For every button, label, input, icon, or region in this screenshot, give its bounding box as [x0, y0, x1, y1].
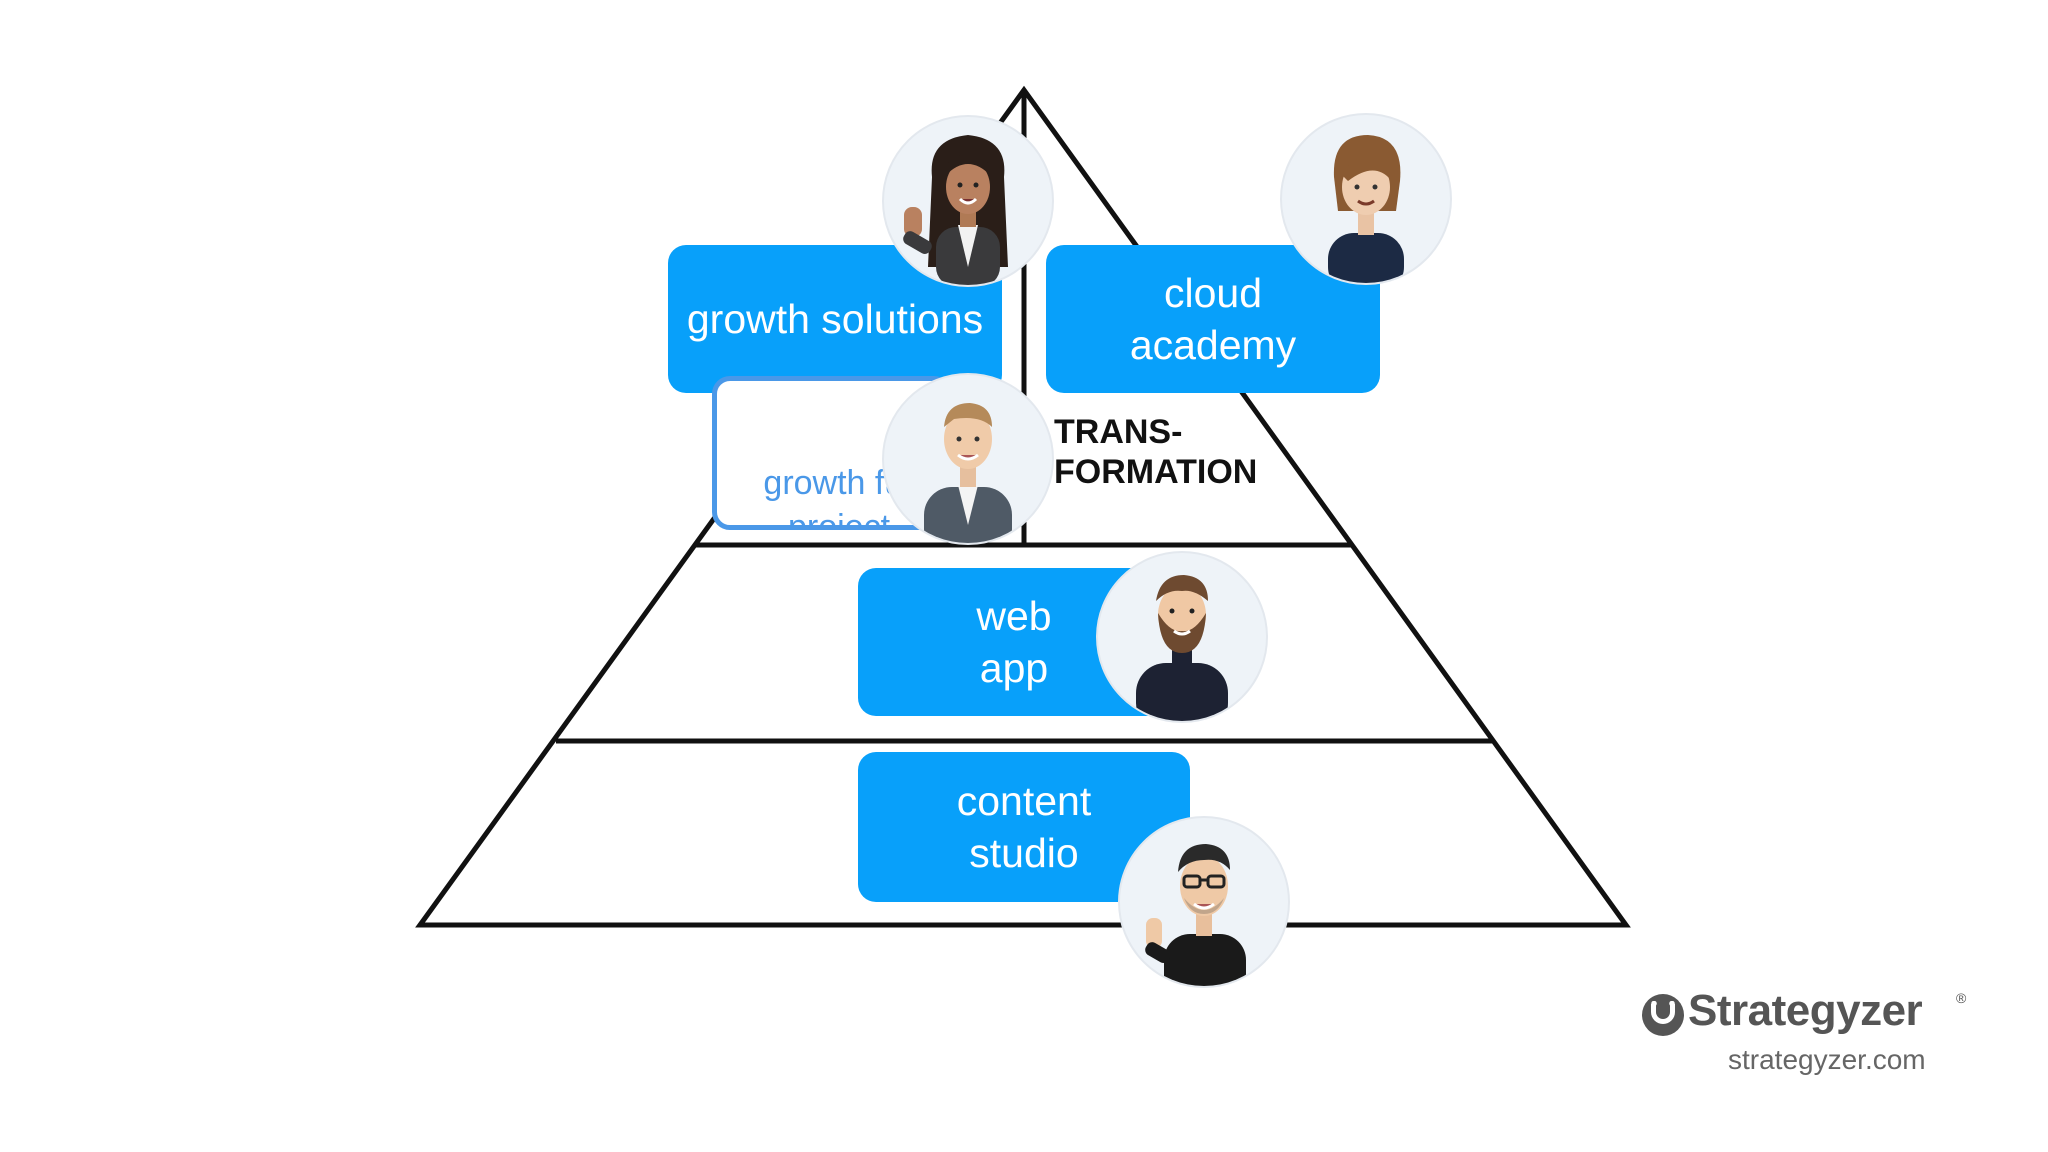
registered-mark: ® [1956, 990, 1967, 1006]
transformation-label: TRANS- FORMATION [1054, 413, 1258, 491]
strategyzer-brand: Strategyzer ® strategyzer.com [1640, 986, 1970, 1080]
web-app-label: web app [976, 593, 1052, 691]
person-avatar-icon [1096, 551, 1268, 723]
strategyzer-logo-icon [1642, 994, 1684, 1036]
person-avatar-icon [882, 115, 1054, 287]
cloud-academy-box: cloud academy [1046, 245, 1380, 393]
person-avatar-icon [882, 373, 1054, 545]
content-studio-label: content studio [956, 778, 1092, 876]
cloud-academy-label: cloud academy [1129, 270, 1297, 368]
brand-url[interactable]: strategyzer.com [1728, 1044, 1926, 1075]
growth-solutions-label: growth solutions [686, 296, 984, 342]
brand-name: Strategyzer [1688, 986, 1923, 1035]
person-avatar-icon [1118, 816, 1290, 988]
person-avatar-icon [1280, 113, 1452, 285]
